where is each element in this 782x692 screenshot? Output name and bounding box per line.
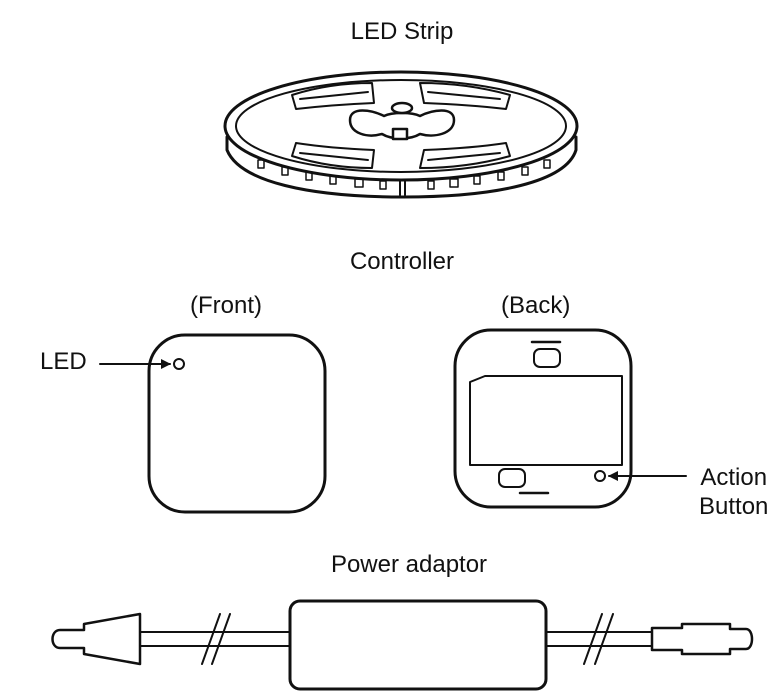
controller-back-icon (453, 328, 687, 509)
reel-hub (348, 101, 456, 141)
reel-inner-rim (235, 79, 567, 173)
reel-side-band (225, 135, 578, 199)
led-strip-reel-icon (223, 70, 579, 199)
adaptor-body (288, 599, 548, 691)
action-button-label-line-1: Action (700, 464, 768, 491)
controller-led-indicator (173, 358, 185, 370)
controller-front-body (147, 333, 327, 514)
power-adaptor-title: Power adaptor (330, 551, 488, 578)
controller-back-bottom-slot (498, 468, 526, 488)
adaptor-plug-right (650, 622, 754, 656)
controller-back-label: (Back) (501, 292, 571, 319)
led-strip-title: LED Strip (350, 18, 454, 45)
action-button-icon (594, 470, 606, 482)
reel-spoke-slots (291, 82, 511, 169)
controller-back-body (453, 328, 633, 509)
controller-title: Controller (349, 248, 455, 275)
controller-front-icon (99, 333, 327, 514)
controller-back-battery-recess (469, 375, 623, 466)
action-button-callout-label: Action Button (699, 463, 768, 521)
led-callout-label: LED (40, 348, 87, 375)
adaptor-plug-left (51, 612, 142, 666)
action-button-label-line-2: Button (699, 493, 769, 520)
reel-led-chips (257, 159, 551, 196)
controller-back-top-slot (533, 348, 561, 368)
power-adaptor-icon (51, 599, 754, 691)
controller-front-label: (Front) (190, 292, 262, 319)
